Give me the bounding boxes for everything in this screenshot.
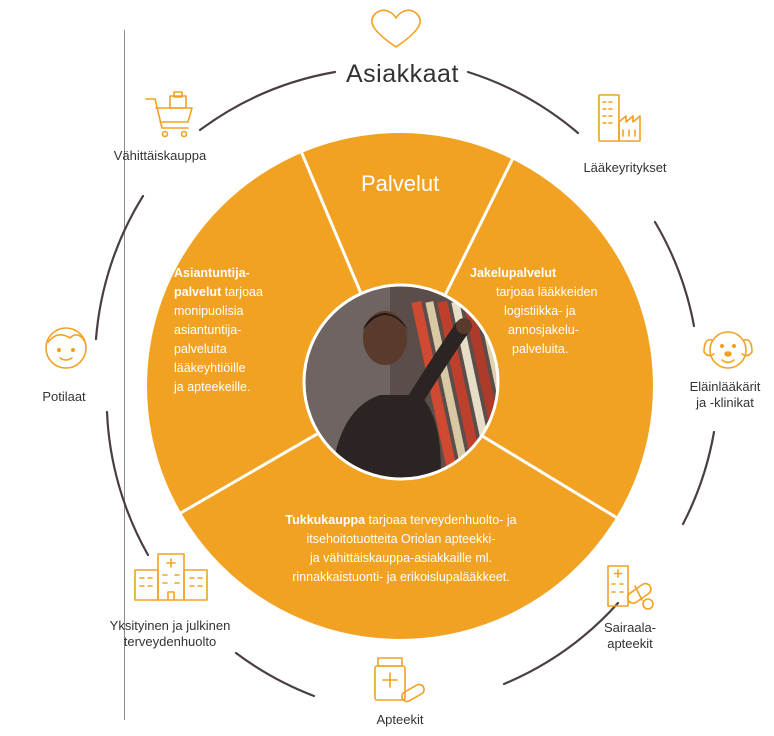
outer-ring bbox=[94, 70, 716, 698]
service-jakelu-line3: logistiikka- ja bbox=[504, 304, 576, 318]
service-tukku-rest1: tarjoaa terveydenhuolto- ja bbox=[365, 513, 517, 527]
label-elainlaakarit-line1: Eläinlääkärit bbox=[689, 379, 761, 394]
label-elainlaakarit: Eläinlääkärit ja -klinikat bbox=[676, 379, 774, 411]
label-vahittaiskauppa: Vähittäiskauppa bbox=[113, 148, 207, 163]
service-tukku-line2: itsehoitotuotteita Oriolan apteekki- bbox=[306, 532, 496, 546]
label-yksityinen: Yksityinen ja julkinen terveydenhuolto bbox=[80, 618, 260, 650]
service-asiantuntija-bold2: palvelut bbox=[174, 285, 222, 299]
service-tukku-bold: Tukkukauppa bbox=[285, 513, 366, 527]
hospital-icon bbox=[134, 553, 208, 601]
service-asiantuntija-line3: monipuolisia bbox=[174, 304, 244, 318]
service-jakelu-line5: palveluita. bbox=[512, 342, 569, 356]
medicine-icon bbox=[607, 565, 654, 610]
service-tukku-line3: ja vähittäiskauppa-asiakkaille ml. bbox=[309, 551, 493, 565]
medicine-bottle-icon bbox=[374, 657, 425, 703]
label-sairaala-line1: Sairaala- bbox=[603, 620, 657, 635]
service-asiantuntija-line4: asiantuntija- bbox=[174, 323, 242, 337]
service-tukku-text: Tukkukauppa tarjoaa terveydenhuolto- ja … bbox=[246, 511, 556, 587]
dog-icon bbox=[703, 331, 753, 369]
face-icon bbox=[45, 327, 87, 369]
label-potilaat: Potilaat bbox=[42, 389, 86, 404]
service-asiantuntija-line5: palveluita bbox=[174, 342, 227, 356]
label-yksityinen-line2: terveydenhuolto bbox=[123, 634, 217, 649]
services-title: Palvelut bbox=[361, 171, 440, 196]
service-tukku-line4: rinnakkaistuonti- ja erikoislupalääkkeet… bbox=[292, 570, 510, 584]
label-laakeyritykset: Lääkeyritykset bbox=[583, 160, 667, 175]
label-yksityinen-line1: Yksityinen ja julkinen bbox=[109, 618, 231, 633]
service-asiantuntija-line7: ja apteekeille. bbox=[174, 380, 251, 394]
label-apteekit: Apteekit bbox=[376, 712, 424, 727]
label-sairaala: Sairaala- apteekit bbox=[580, 620, 680, 652]
shopping-cart-icon bbox=[145, 91, 193, 138]
service-jakelu-line2: tarjoaa lääkkeiden bbox=[496, 285, 598, 299]
page-title: Asiakkaat bbox=[346, 60, 459, 88]
factory-icon bbox=[598, 94, 641, 142]
service-asiantuntija-text: Asiantuntija- palvelut tarjoaa monipuoli… bbox=[174, 264, 304, 397]
service-jakelu-bold: Jakelupalvelut bbox=[470, 266, 557, 280]
heart-icon bbox=[371, 9, 421, 48]
service-jakelu-line4: annosjakelu- bbox=[508, 323, 579, 337]
service-asiantuntija-bold1: Asiantuntija- bbox=[174, 266, 250, 280]
center-photo bbox=[304, 285, 498, 479]
label-elainlaakarit-line2: ja -klinikat bbox=[696, 395, 754, 410]
service-asiantuntija-line6: lääkeyhtiöille bbox=[174, 361, 246, 375]
service-asiantuntija-rest2: tarjoaa bbox=[221, 285, 263, 299]
label-sairaala-line2: apteekit bbox=[607, 636, 653, 651]
vertical-divider bbox=[124, 30, 125, 720]
service-jakelu-text: Jakelupalvelut tarjoaa lääkkeiden logist… bbox=[470, 264, 620, 359]
